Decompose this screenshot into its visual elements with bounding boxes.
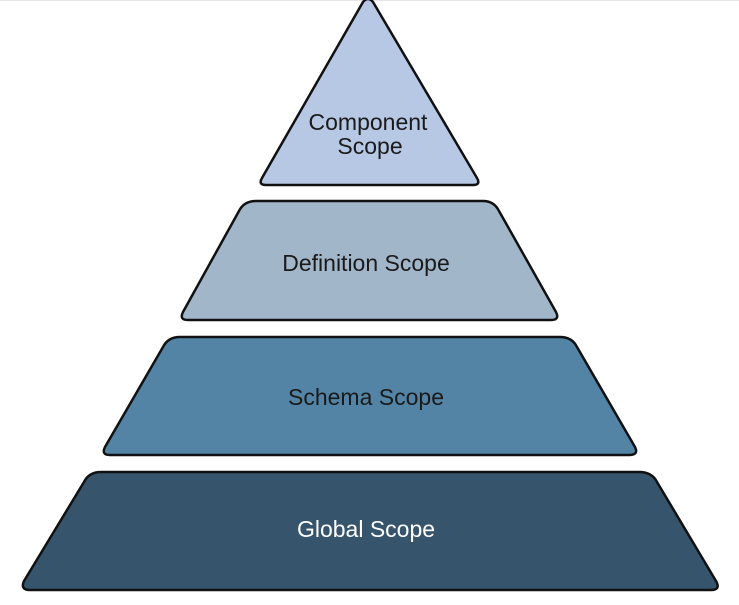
tier-component-label-line-1: Component [309,109,429,135]
tier-schema-label: Schema Scope [288,384,444,410]
tier-global-label: Global Scope [297,516,435,542]
tier-definition: Definition Scope [180,199,559,322]
tier-definition-shape [180,199,559,322]
tier-global-shape [21,470,719,592]
tier-global: Global Scope [21,470,719,592]
tier-schema: Schema Scope [102,335,638,457]
tier-schema-shape [102,335,638,457]
tier-component-label-line-2: Scope [337,133,402,159]
tier-component-shape [259,0,480,187]
tier-definition-label: Definition Scope [282,250,450,276]
tier-component: Component Scope [259,0,480,187]
